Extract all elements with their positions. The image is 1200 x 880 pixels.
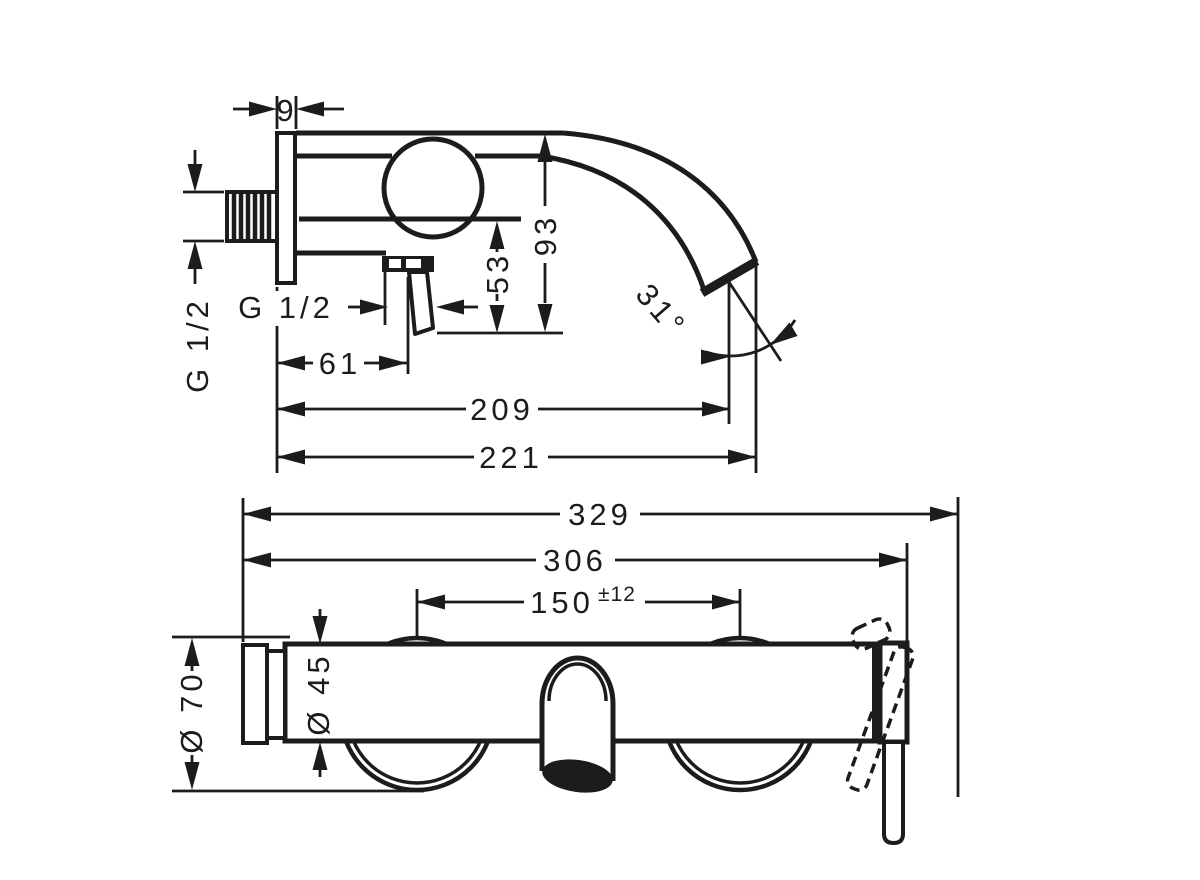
dim-body-length: 306 bbox=[243, 543, 907, 578]
overall-length-label: 329 bbox=[568, 497, 632, 532]
front-view: Ø 70 Ø 45 329 306 bbox=[172, 497, 960, 846]
reach-overall-label: 221 bbox=[479, 440, 543, 475]
wall-plate bbox=[275, 131, 297, 285]
valve-circle bbox=[381, 136, 485, 240]
dim-reach-inner: 209 bbox=[277, 392, 730, 427]
side-view: 9 G 1/2 G 1/2 bbox=[180, 93, 798, 475]
shower-outlet bbox=[382, 256, 435, 336]
dim-outlet-offset: 61 bbox=[277, 346, 407, 381]
spout-tip-face bbox=[699, 257, 760, 297]
lever-dashed-swung bbox=[845, 645, 915, 792]
outlet-nipple bbox=[407, 270, 435, 336]
dim-overall-height: 93 bbox=[528, 134, 563, 332]
plate-thickness-label: 9 bbox=[276, 93, 297, 128]
dim-body-diameter: Ø 45 bbox=[301, 609, 336, 777]
end-cap bbox=[877, 640, 910, 745]
connection-tolerance-label: ±12 bbox=[598, 583, 636, 606]
body-diameter-label: Ø 45 bbox=[301, 652, 336, 735]
outlet-drop-label: 53 bbox=[480, 252, 515, 294]
connection-spacing-label: 150 bbox=[530, 585, 594, 620]
spout-outline bbox=[540, 130, 760, 297]
outlet-offset-label: 61 bbox=[319, 346, 361, 381]
valve-body-outline bbox=[296, 130, 563, 256]
reach-inner-label: 209 bbox=[470, 392, 534, 427]
thread-hatch bbox=[231, 194, 272, 239]
dim-connection-spacing: 150 ±12 bbox=[417, 583, 740, 620]
wall-connector bbox=[225, 190, 279, 243]
dim-reach-overall: 221 bbox=[277, 440, 756, 475]
wall-connection-rings bbox=[241, 643, 287, 745]
wall-thread-label: G 1/2 bbox=[180, 297, 215, 393]
lever bbox=[882, 740, 905, 846]
body-length-label: 306 bbox=[543, 543, 607, 578]
spout-cylinder bbox=[539, 655, 616, 793]
overall-height-label: 93 bbox=[528, 214, 563, 256]
dim-wall-thread: G 1/2 bbox=[180, 150, 224, 393]
dim-escutcheon-diameter: Ø 70 bbox=[174, 638, 209, 790]
lever-dashed-up bbox=[850, 617, 892, 651]
dim-overall-length: 329 bbox=[243, 497, 958, 532]
dim-outlet-drop: 53 bbox=[480, 221, 515, 333]
spout-inner-arc bbox=[547, 662, 608, 702]
spout-opening bbox=[542, 759, 613, 793]
dim-outlet-thread: G 1/2 bbox=[238, 264, 478, 325]
flow-direction-line bbox=[727, 281, 783, 362]
outlet-thread-label: G 1/2 bbox=[238, 290, 334, 325]
dim-plate-thickness: 9 bbox=[233, 93, 344, 129]
handle-assembly bbox=[845, 617, 915, 846]
spout-angle-label: 31° bbox=[629, 277, 694, 344]
extension-lines-side bbox=[275, 266, 758, 473]
escutcheon-diameter-label: Ø 70 bbox=[174, 670, 209, 753]
